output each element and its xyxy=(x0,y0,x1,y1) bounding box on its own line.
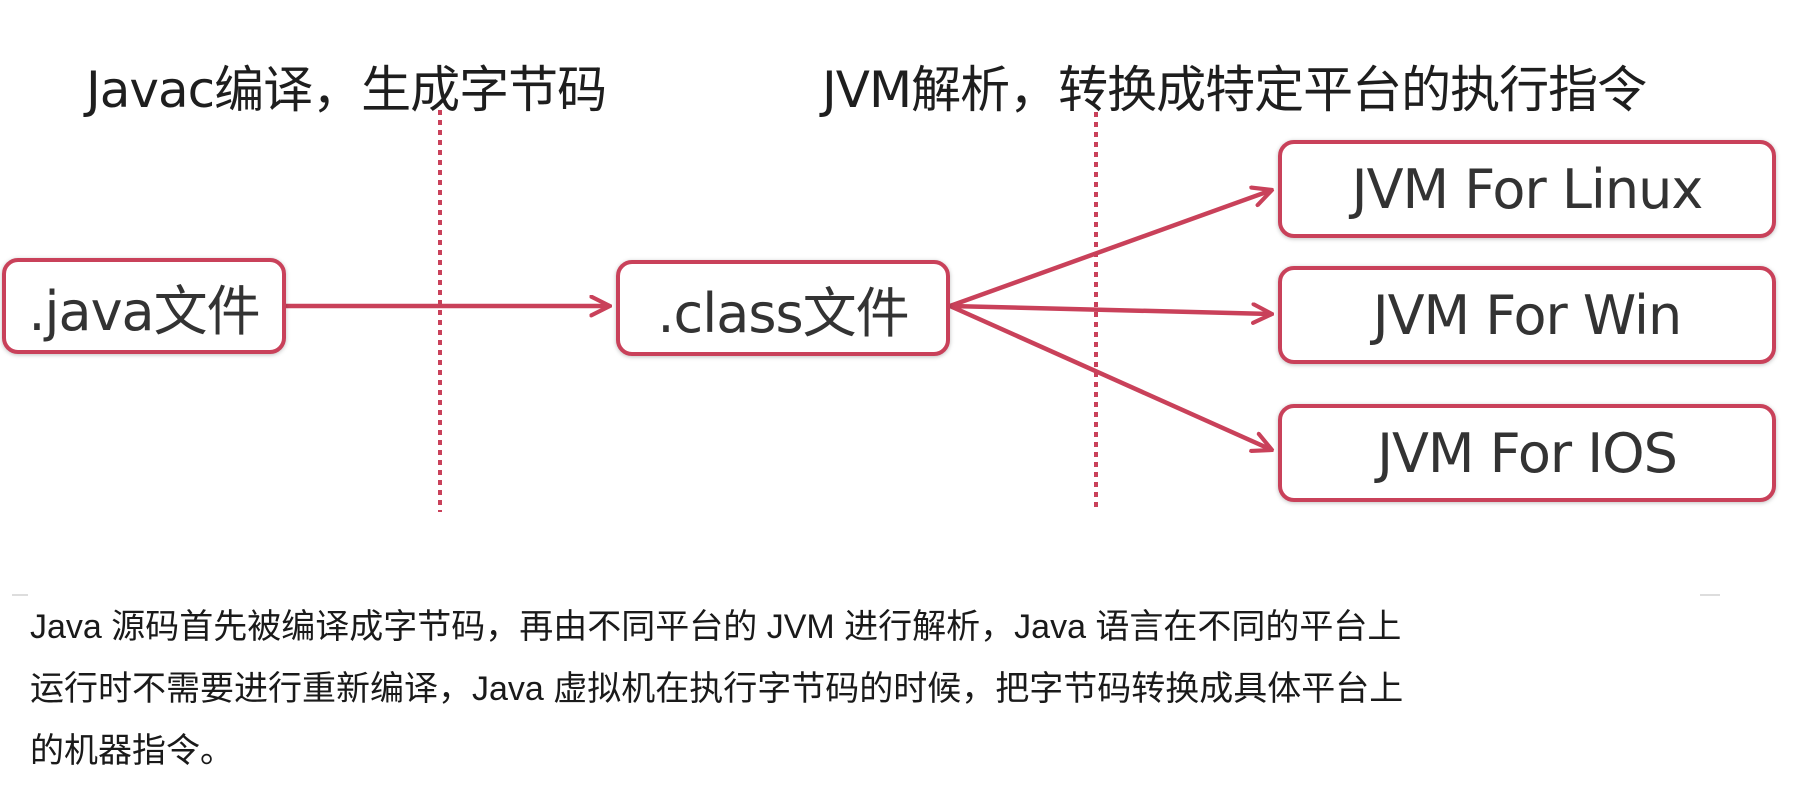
caption-divider-left xyxy=(12,594,28,596)
interpret-stage-heading: JVM解析，转换成特定平台的执行指令 xyxy=(822,61,1647,119)
java-source-node: .java文件 xyxy=(2,258,286,354)
edge-class-to-linux xyxy=(949,190,1272,309)
compile-stage-heading: Javac编译，生成字节码 xyxy=(86,61,607,119)
diagram-canvas xyxy=(286,110,1816,512)
caption-line: 的机器指令。 xyxy=(30,732,234,770)
caption-line: 运行时不需要进行重新编译，Java 虚拟机在执行字节码的时候，把字节码转换成具体… xyxy=(30,670,1404,708)
caption-paragraph: Java 源码首先被编译成字节码，再由不同平台的 JVM 进行解析，Java 语… xyxy=(30,596,1730,782)
class-bytecode-node: .class文件 xyxy=(616,260,950,356)
caption-line: Java 源码首先被编译成字节码，再由不同平台的 JVM 进行解析，Java 语… xyxy=(30,608,1402,646)
jvm-ios-node: JVM For IOS xyxy=(1278,404,1776,502)
edge-class-to-win xyxy=(949,306,1272,314)
jvm-linux-node: JVM For Linux xyxy=(1278,140,1776,238)
jvm-win-node: JVM For Win xyxy=(1278,266,1776,364)
edge-class-to-ios xyxy=(949,303,1272,450)
caption-divider-right xyxy=(1700,594,1720,596)
